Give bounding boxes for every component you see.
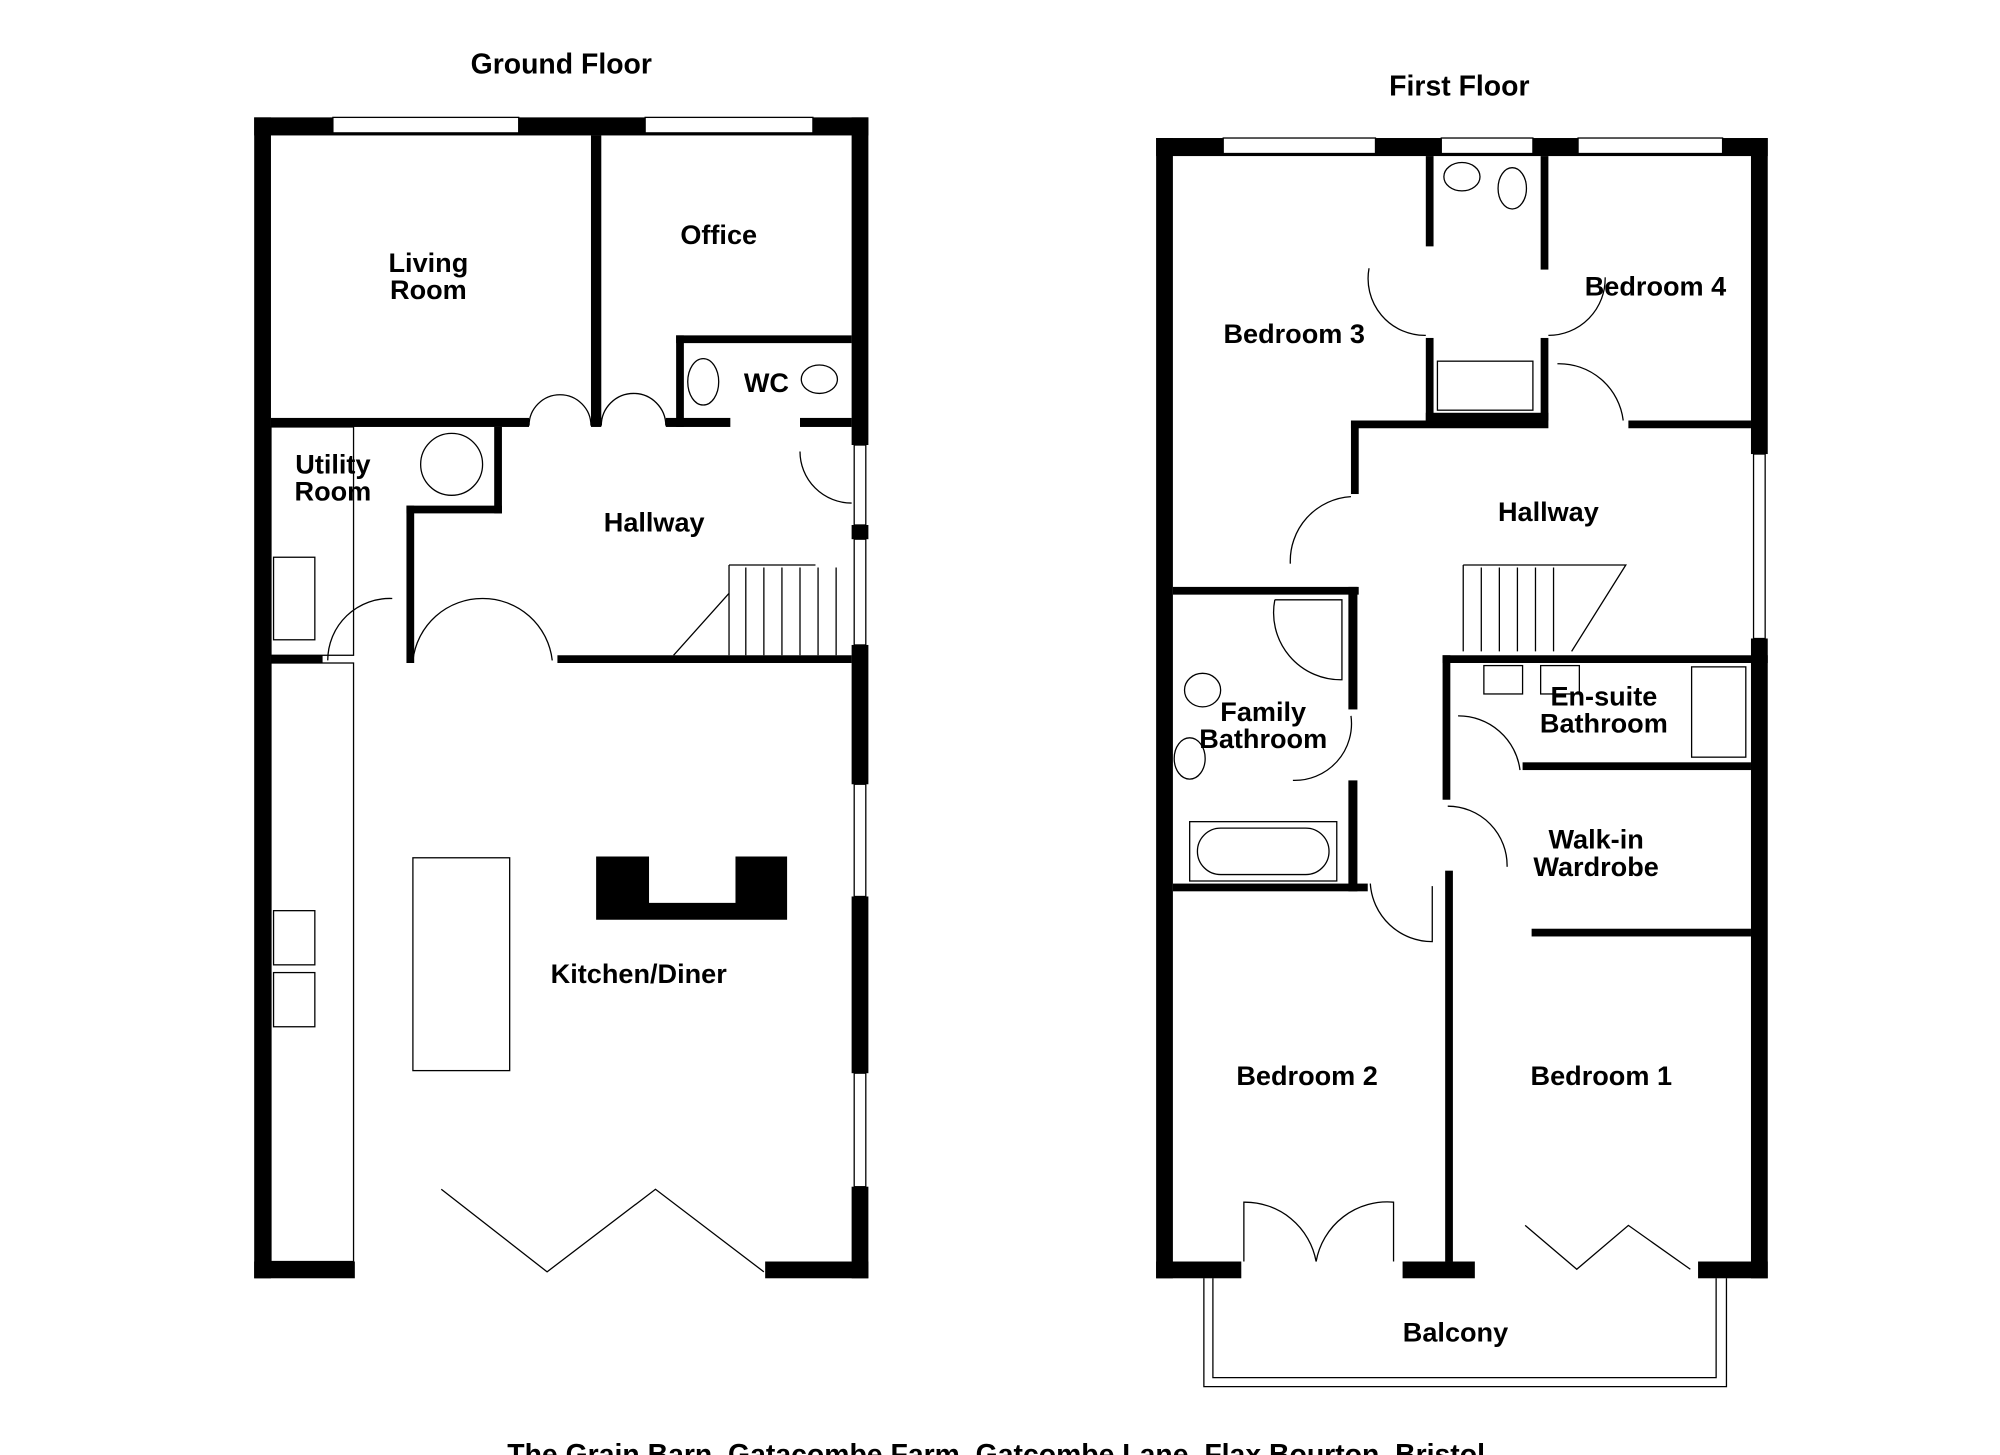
ground-floor-title: Ground Floor xyxy=(471,49,652,81)
address-caption: The Grain Barn, Gatacombe Farm, Gatcombe… xyxy=(507,1439,1485,1455)
first-floor xyxy=(1156,137,1768,1388)
ground-floor xyxy=(254,116,869,1279)
room-label: Bedroom 2 xyxy=(1236,1060,1377,1091)
room-label: Walk-in xyxy=(1548,824,1643,855)
ground-labels: Living Room Office WC Utility Room Hallw… xyxy=(295,219,789,989)
counter xyxy=(270,662,355,1263)
room-label: Room xyxy=(295,475,372,506)
window xyxy=(332,116,520,134)
room-label: Living xyxy=(389,247,469,278)
bifold-door[interactable] xyxy=(440,1188,765,1273)
room-label: Wardrobe xyxy=(1533,851,1658,882)
room-label: WC xyxy=(744,367,789,398)
staircase xyxy=(673,564,837,656)
room-label: Bathroom xyxy=(1199,723,1327,754)
room-label: Bedroom 4 xyxy=(1585,270,1726,301)
room-label: Kitchen/Diner xyxy=(551,958,728,989)
room-label: Bathroom xyxy=(1540,708,1668,739)
room-label: Hallway xyxy=(1498,496,1599,527)
room-label: En-suite xyxy=(1550,681,1657,712)
room-label: Utility xyxy=(295,448,370,479)
first-floor-title: First Floor xyxy=(1389,70,1529,102)
hob-unit xyxy=(596,856,788,920)
room-label: Balcony xyxy=(1403,1316,1508,1347)
room-label: Room xyxy=(390,274,467,305)
room-label: Office xyxy=(680,219,757,250)
window xyxy=(644,116,814,134)
room-label: Bedroom 1 xyxy=(1531,1060,1672,1091)
room-label: Hallway xyxy=(604,506,705,537)
kitchen-island xyxy=(412,857,511,1072)
balcony-rail xyxy=(1203,1278,1728,1388)
room-label: Family xyxy=(1220,696,1306,727)
room-label: Bedroom 3 xyxy=(1223,318,1364,349)
first-labels: Bedroom 3 Bedroom 4 Hallway Family Bathr… xyxy=(1199,270,1726,1347)
